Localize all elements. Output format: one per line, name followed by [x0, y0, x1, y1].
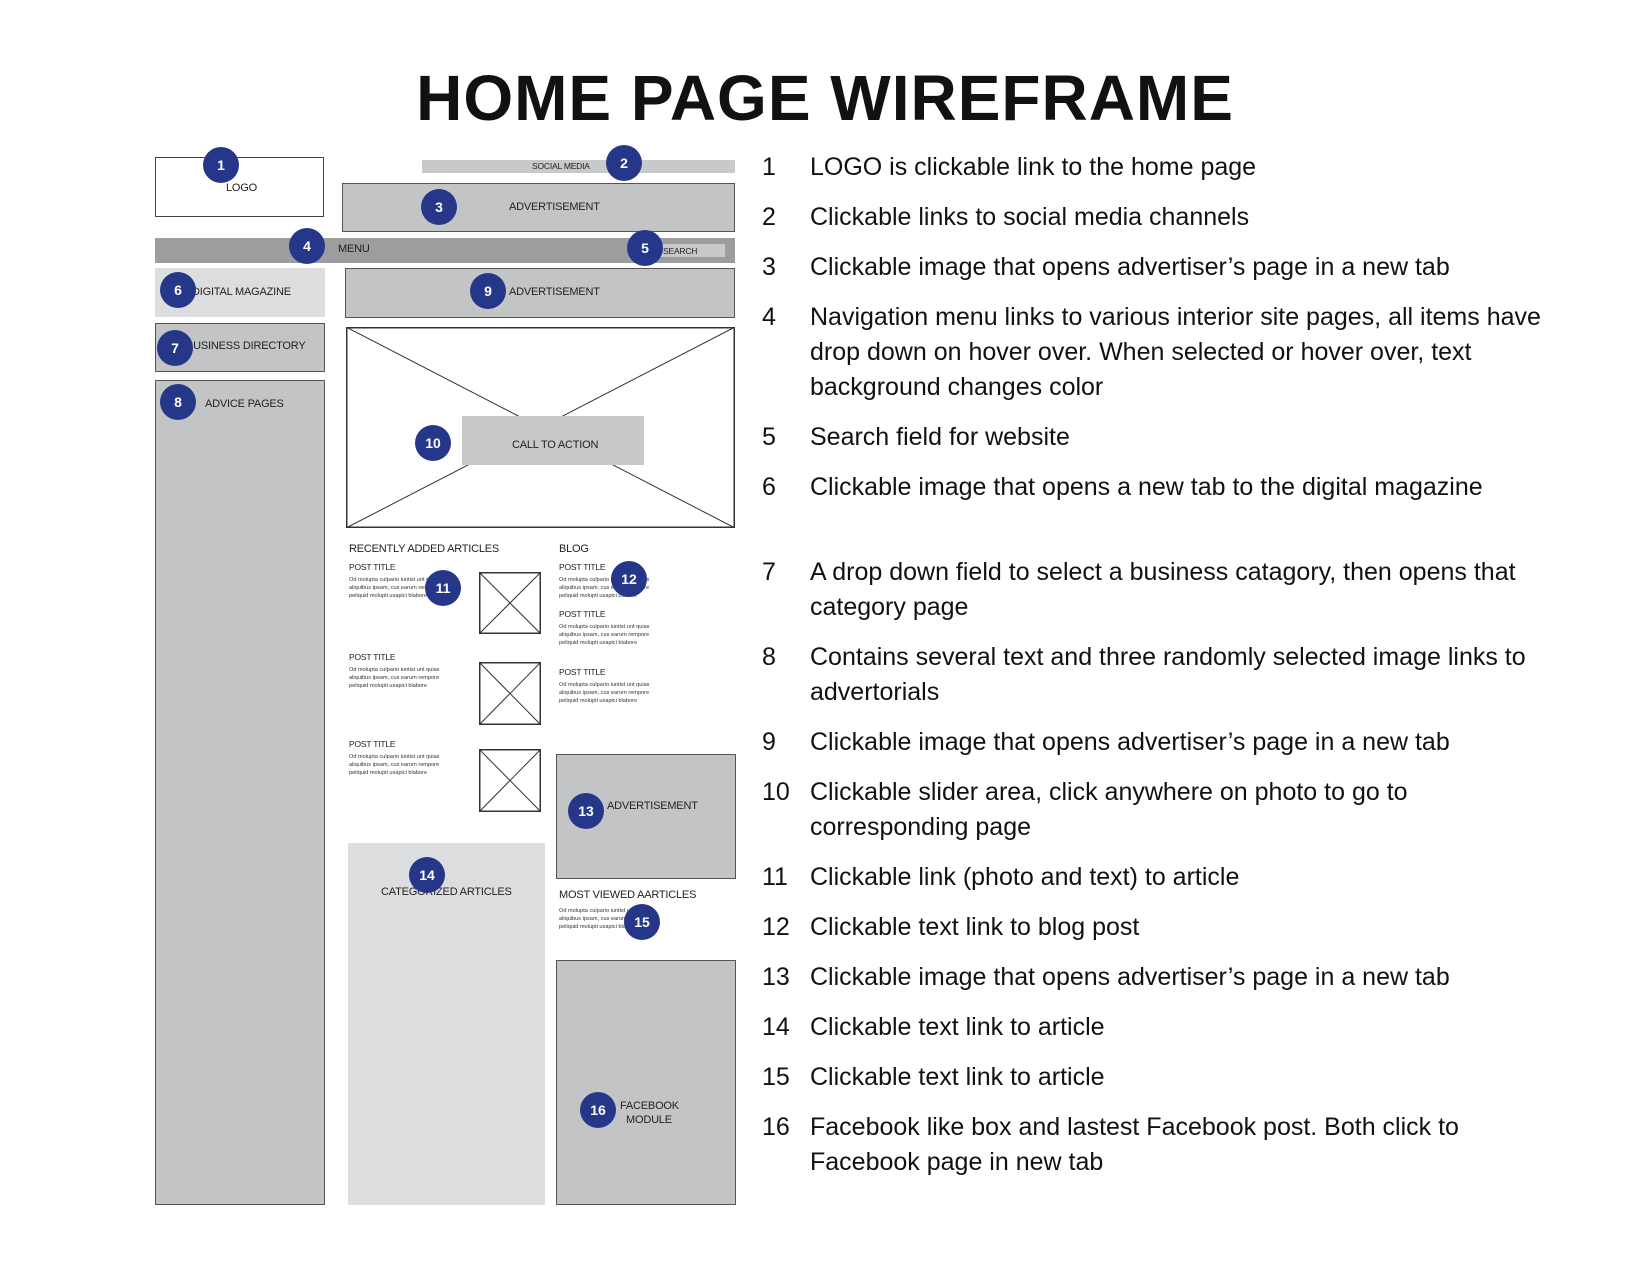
- search-label: SEARCH: [663, 246, 698, 256]
- post-title: POST TITLE: [559, 667, 606, 677]
- facebook-module-label-2: MODULE: [626, 1114, 672, 1126]
- post-excerpt: Od molupta culpario iuntist unt quias al…: [559, 682, 650, 704]
- post-excerpt: Od molupta culpario iuntist unt quias al…: [559, 577, 650, 599]
- badge-16: 16: [580, 1092, 616, 1128]
- badge-15: 15: [624, 904, 660, 940]
- menu-label: MENU: [338, 243, 370, 255]
- badge-12: 12: [611, 561, 647, 597]
- logo-label: LOGO: [226, 182, 257, 194]
- page-title: HOME PAGE WIREFRAME: [416, 62, 1234, 134]
- post-title: POST TITLE: [559, 609, 606, 619]
- advertisement-mid-label: ADVERTISEMENT: [509, 286, 600, 298]
- search-field: [660, 244, 725, 257]
- business-directory-label: BUSINESS DIRECTORY: [186, 340, 306, 352]
- advice-pages-box: [155, 380, 325, 1205]
- article-thumb: [479, 572, 541, 634]
- badge-11: 11: [425, 570, 461, 606]
- post-excerpt: Od molupta culpario iuntist unt quias al…: [349, 667, 440, 689]
- badge-14: 14: [409, 857, 445, 893]
- advertisement-side-label: ADVERTISEMENT: [607, 800, 698, 812]
- badge-9: 9: [470, 273, 506, 309]
- post-title: POST TITLE: [559, 562, 606, 572]
- logo-box: [155, 157, 324, 217]
- badge-7: 7: [157, 330, 193, 366]
- call-to-action-box: [462, 416, 644, 465]
- post-title: POST TITLE: [349, 739, 396, 749]
- article-thumb: [479, 662, 541, 725]
- badge-13: 13: [568, 793, 604, 829]
- badge-8: 8: [160, 384, 196, 420]
- categorized-articles-label: CATEGORIZED ARTICLES: [381, 886, 512, 898]
- facebook-module-box: [556, 960, 736, 1205]
- social-media-label: SOCIAL MEDIA: [532, 161, 590, 171]
- post-title: POST TITLE: [349, 652, 396, 662]
- badge-1: 1: [203, 147, 239, 183]
- post-excerpt: Od molupta culpario iuntist unt quias al…: [559, 624, 650, 646]
- badge-3: 3: [421, 189, 457, 225]
- most-viewed-heading: MOST VIEWED AARTICLES: [559, 889, 697, 901]
- digital-magazine-label: DIGITAL MAGAZINE: [192, 286, 291, 298]
- badge-5: 5: [627, 230, 663, 266]
- advertisement-mid: [345, 268, 735, 318]
- call-to-action-label: CALL TO ACTION: [512, 439, 599, 451]
- facebook-module-label-1: FACEBOOK: [620, 1100, 679, 1112]
- badge-10: 10: [415, 425, 451, 461]
- social-media-bar: [422, 160, 735, 173]
- article-thumb: [479, 749, 541, 812]
- advice-pages-label: ADVICE PAGES: [205, 398, 284, 410]
- post-excerpt: Od molupta culpario iuntist unt quias al…: [349, 577, 440, 599]
- advertisement-top-label: ADVERTISEMENT: [509, 201, 600, 213]
- blog-heading: BLOG: [559, 543, 589, 555]
- categorized-articles-box: [348, 843, 545, 1205]
- post-excerpt: Od molupta culpario iuntist unt quias al…: [559, 908, 650, 930]
- badge-6: 6: [160, 272, 196, 308]
- post-excerpt: Od molupta culpario iuntist unt quias al…: [349, 754, 440, 776]
- badge-4: 4: [289, 228, 325, 264]
- post-title: POST TITLE: [349, 562, 396, 572]
- badge-2: 2: [606, 145, 642, 181]
- advertisement-top: [342, 183, 735, 232]
- recently-added-heading: RECENTLY ADDED ARTICLES: [349, 543, 500, 555]
